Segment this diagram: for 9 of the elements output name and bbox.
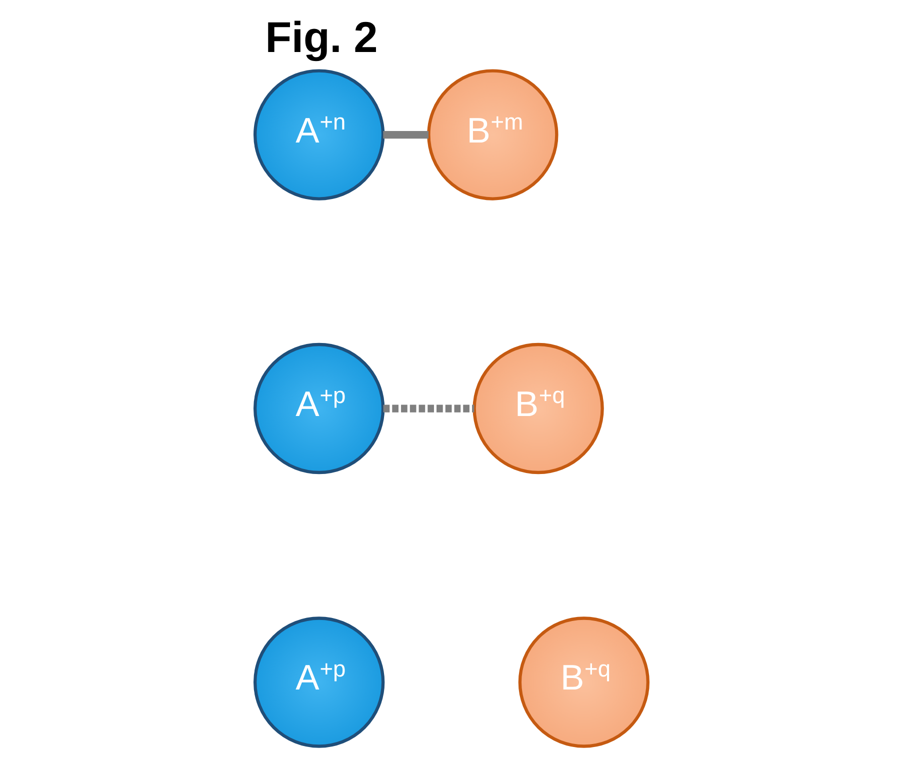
- node-circle: B$^{+q}$: [472, 342, 604, 474]
- connector: [383, 404, 474, 412]
- diagram-title: Fig. 2: [265, 14, 378, 62]
- node-circle: A$^{+n}$: [253, 69, 385, 200]
- node-circle: A$^{+p}$: [253, 616, 385, 748]
- node-circle: B$^{+m}$: [427, 69, 558, 200]
- node-circle: A$^{+p}$: [253, 342, 385, 474]
- connector: [383, 130, 428, 139]
- node-circle: B$^{+q}$: [518, 616, 650, 748]
